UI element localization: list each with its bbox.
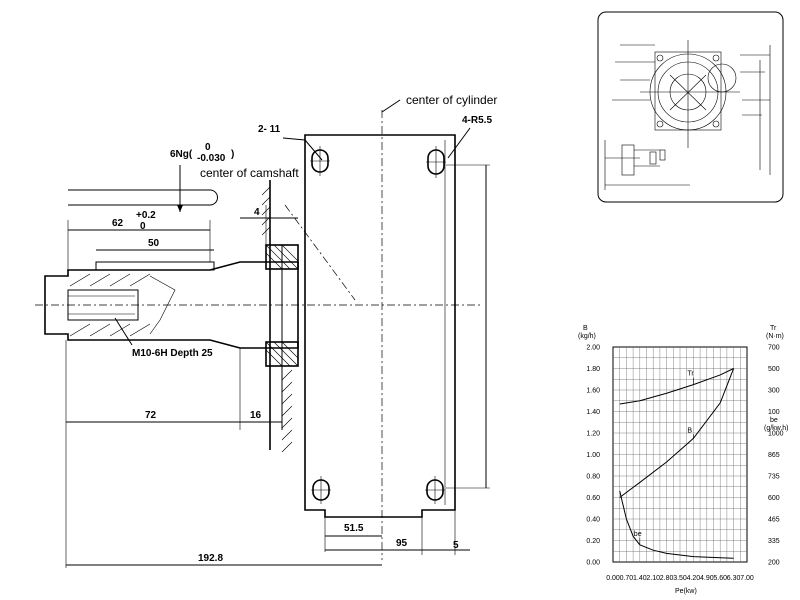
right-axis-be-ticks: 1000 865 735 600 465 335 200 <box>768 431 784 567</box>
series-line-tr <box>619 368 734 405</box>
center-camshaft-label: center of camshaft <box>200 166 299 180</box>
series-line-b <box>619 368 735 498</box>
dim-4: 4 <box>254 207 260 218</box>
diagonal-axis <box>284 204 356 301</box>
left-tick-label: 1.80 <box>586 366 600 373</box>
be-tick-label: 600 <box>768 495 780 502</box>
left-axis-label-2: (kg/h) <box>578 333 596 340</box>
dim-72: 72 <box>145 410 157 421</box>
x-tick-label: 2.10 <box>646 575 660 582</box>
dim-50: 50 <box>148 238 160 249</box>
x-tick-label: 2.80 <box>660 575 674 582</box>
x-tick-label: 0.00 <box>606 575 620 582</box>
left-tick-label: 0.40 <box>586 517 600 524</box>
left-tick-label: 2.00 <box>586 345 600 352</box>
dim-192-8: 192.8 <box>198 553 223 564</box>
housing-wall <box>261 180 299 453</box>
series-line-be <box>619 490 734 559</box>
left-tick-label: 1.40 <box>586 409 600 416</box>
dimensions: 62 +0.2 0 50 4 72 16 51.5 95 5 192.8 <box>65 205 470 568</box>
left-tick-label: 0.20 <box>586 538 600 545</box>
dim-16: 16 <box>250 410 262 421</box>
center-cylinder-label: center of cylinder <box>406 93 497 107</box>
left-tick-label: 1.20 <box>586 431 600 438</box>
x-tick-label: 5.60 <box>713 575 727 582</box>
be-tick-label: 335 <box>768 538 780 545</box>
x-axis-label: Pe(kw) <box>675 588 697 595</box>
series-label-b: B <box>687 427 692 434</box>
tr-tick-label: 700 <box>768 345 780 352</box>
dim-51-5: 51.5 <box>344 523 364 534</box>
x-tick-label: 7.00 <box>740 575 754 582</box>
tr-tick-label: 100 <box>768 409 780 416</box>
left-tick-label: 0.60 <box>586 495 600 502</box>
be-tick-label: 1000 <box>768 431 784 438</box>
series-label-tr: Tr <box>687 371 694 378</box>
mounting-holes <box>310 146 446 504</box>
tolerance-main: 6Ng( <box>170 149 193 160</box>
left-axis-label-1: B <box>583 325 588 332</box>
x-tick-label: 1.40 <box>633 575 647 582</box>
be-tick-label: 465 <box>768 517 780 524</box>
thread-label: M10-6H Depth 25 <box>132 348 213 359</box>
flange-plate <box>304 134 456 518</box>
right-axis-tr-label-1: Tr <box>770 325 777 332</box>
radius-label: 4-R5.5 <box>462 115 492 126</box>
be-tick-label: 865 <box>768 452 780 459</box>
threaded-bore <box>67 289 139 321</box>
left-tick-label: 0.80 <box>586 474 600 481</box>
tr-tick-label: 300 <box>768 388 780 395</box>
right-axis-tr-label-2: (N·m) <box>766 333 784 340</box>
dim-tol-zero: 0 <box>140 221 146 232</box>
series-label-be: be <box>634 531 642 538</box>
dim-5: 5 <box>453 540 459 551</box>
left-axis-ticks: 2.00 1.80 1.60 1.40 1.20 1.00 0.80 0.60 0.40 0.20… <box>586 345 600 567</box>
right-axis-be-label-2: (g/kw.h) <box>764 425 789 432</box>
performance-chart: 2.00 1.80 1.60 1.40 1.20 1.00 0.80 0.60 0.40 0.20… <box>578 325 789 595</box>
left-tick-label: 1.60 <box>586 388 600 395</box>
dim-62: 62 <box>112 218 124 229</box>
inset-thumbnail <box>597 11 784 203</box>
x-tick-label: 0.70 <box>620 575 634 582</box>
left-tick-label: 0.00 <box>586 560 600 567</box>
tr-tick-label: 500 <box>768 366 780 373</box>
grid-horizontal <box>613 357 747 552</box>
cylinder-leader <box>381 99 401 113</box>
main-drawing: center of cylinder 2- 11 4-R5.5 <box>35 93 497 568</box>
shaft-key <box>95 261 215 271</box>
be-tick-label: 200 <box>768 560 780 567</box>
tolerance-upper: 0 <box>205 142 211 153</box>
holes-label: 2- 11 <box>258 124 281 135</box>
right-axis-be-label-1: be <box>770 417 778 424</box>
x-tick-label: 3.50 <box>673 575 687 582</box>
right-axis-tr-ticks: 700 500 300 100 <box>768 345 780 417</box>
x-tick-label: 6.30 <box>727 575 741 582</box>
tolerance-lower: -0.030 <box>197 153 226 164</box>
left-tick-label: 1.00 <box>586 452 600 459</box>
x-tick-label: 4.90 <box>700 575 714 582</box>
be-tick-label: 735 <box>768 474 780 481</box>
x-tick-label: 4.20 <box>687 575 701 582</box>
dim-95: 95 <box>396 538 408 549</box>
dim-tol-plus: +0.2 <box>136 210 156 221</box>
tolerance-close: ) <box>231 149 234 160</box>
